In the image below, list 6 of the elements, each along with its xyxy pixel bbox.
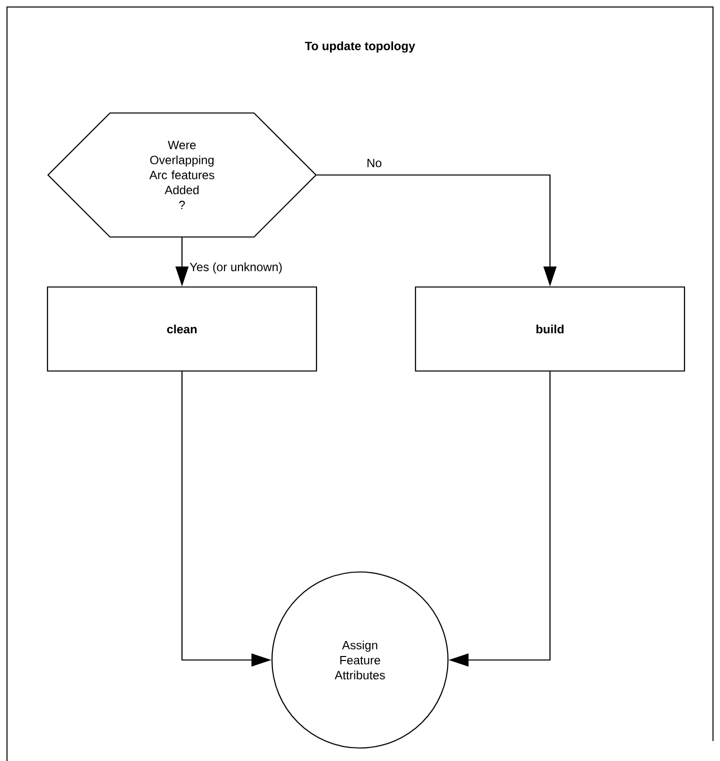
edge-label: Yes (or unknown): [188, 261, 284, 275]
process-box: clean: [46, 286, 318, 372]
edge-label: No: [366, 158, 383, 168]
title: To update topology: [304, 41, 416, 53]
process-box: build: [414, 286, 686, 372]
decision-hexagon: Were Overlapping Arc features Added ?: [47, 112, 317, 238]
